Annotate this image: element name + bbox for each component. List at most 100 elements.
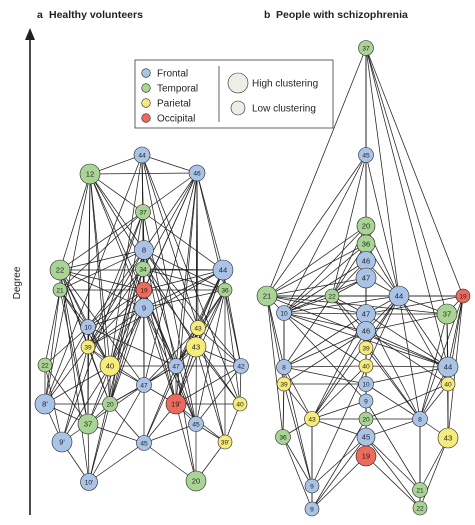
healthy-edge (224, 289, 241, 405)
healthy-edge (143, 423, 197, 444)
healthy-edge (196, 172, 224, 271)
schizophrenia-edge (283, 313, 367, 368)
healthy-node-label: 40 (106, 362, 114, 371)
healthy-node-label: 37 (84, 420, 92, 429)
healthy-node-frontal (134, 240, 154, 260)
schizophrenia-edge (365, 383, 421, 420)
schizophrenia-edge (282, 436, 313, 510)
healthy-edge (195, 172, 198, 425)
healthy-edge (44, 346, 89, 405)
healthy-node-label: 22 (41, 362, 49, 369)
schizophrenia-node-label: 20 (362, 222, 370, 231)
healthy-edge (141, 154, 199, 329)
schizophrenia-edge (365, 365, 449, 368)
healthy-edge (109, 307, 145, 367)
healthy-node-label: 42 (237, 363, 245, 370)
schizophrenia-node-temporal (412, 500, 428, 516)
schizophrenia-node-parietal (276, 376, 292, 392)
panel-a-title: a Healthy volunteers (37, 9, 143, 21)
healthy-edge (141, 154, 241, 405)
schizophrenia-edge (365, 455, 421, 509)
healthy-node-frontal (134, 298, 154, 318)
healthy-node-frontal (188, 164, 206, 182)
healthy-edge (175, 403, 197, 482)
healthy-node-temporal (185, 470, 207, 492)
healthy-edge (59, 269, 111, 367)
healthy-edge (44, 326, 89, 366)
schizophrenia-node-frontal (276, 305, 292, 321)
healthy-node-label: 43 (194, 325, 202, 332)
schizophrenia-edge (447, 295, 464, 368)
schizophrenia-edge (311, 295, 400, 420)
schizophrenia-node-label: 37 (362, 45, 370, 52)
schizophrenia-node-temporal (275, 429, 291, 445)
healthy-edge (142, 211, 224, 271)
healthy-edge (142, 172, 198, 213)
schizophrenia-node-occipital (355, 445, 377, 467)
healthy-node-temporal (77, 413, 99, 435)
schizophrenia-edge (365, 313, 448, 332)
schizophrenia-edge (283, 365, 367, 368)
healthy-node-label: 19' (171, 400, 181, 409)
healthy-edge (59, 173, 91, 271)
schizophrenia-node-label: 45 (362, 433, 370, 442)
healthy-node-frontal (233, 358, 249, 374)
schizophrenia-edge (365, 313, 449, 368)
healthy-edge (195, 346, 241, 405)
schizophrenia-node-label: 37 (443, 310, 451, 319)
schizophrenia-node-temporal (358, 40, 374, 56)
schizophrenia-node-label: 45 (362, 152, 370, 159)
healthy-edge (195, 346, 226, 443)
panel-b-title: b People with schizophrenia (264, 9, 408, 21)
schizophrenia-node-label: 21 (416, 487, 424, 494)
healthy-edge (143, 307, 177, 405)
schizophrenia-edge (283, 225, 367, 314)
healthy-node-temporal (217, 282, 233, 298)
schizophrenia-edge (311, 365, 367, 420)
healthy-node-label: 10 (84, 324, 92, 331)
healthy-edge (175, 365, 242, 405)
schizophrenia-node-label: 21 (263, 292, 271, 301)
healthy-edge (195, 289, 226, 348)
schizophrenia-node-label: 22 (328, 293, 336, 300)
healthy-edge (175, 269, 224, 367)
schizophrenia-node-temporal (256, 285, 278, 307)
healthy-node-label: 39 (84, 344, 92, 351)
healthy-edge (89, 173, 144, 213)
healthy-node-label: 20 (106, 401, 114, 408)
healthy-node-frontal (136, 377, 152, 393)
schizophrenia-edge (331, 243, 367, 297)
schizophrenia-edge (331, 154, 367, 297)
panel-a-title-text: Healthy volunteers (49, 9, 143, 21)
healthy-edge (87, 326, 177, 367)
schizophrenia-node-label: 44 (395, 292, 403, 301)
schizophrenia-edge (266, 295, 285, 368)
healthy-edge (143, 172, 198, 386)
schizophrenia-edge (365, 47, 400, 297)
schizophrenia-edge (365, 347, 421, 420)
healthy-edge (195, 289, 226, 425)
schizophrenia-node-frontal (304, 478, 320, 494)
healthy-node-label: 9 (142, 304, 146, 313)
schizophrenia-node-frontal (276, 359, 292, 375)
healthy-edge (109, 307, 145, 405)
schizophrenia-edge (365, 436, 421, 509)
healthy-node-temporal (52, 282, 68, 298)
healthy-node-temporal (37, 357, 53, 373)
low-clustering-label: Low clustering (252, 104, 316, 115)
healthy-node-temporal (135, 204, 151, 220)
legend-box (134, 59, 334, 129)
schizophrenia-node-label: 22 (416, 505, 424, 512)
schizophrenia-edge (365, 330, 449, 385)
legend-frontal-label: Frontal (157, 69, 188, 80)
schizophrenia-node-label: 47 (362, 274, 370, 283)
schizophrenia-node-label: 8 (418, 416, 422, 423)
healthy-node-occipital (135, 281, 153, 299)
healthy-edge (143, 327, 199, 386)
schizophrenia-node-label: 9 (310, 506, 314, 513)
schizophrenia-edge (331, 295, 421, 420)
healthy-edge (44, 326, 89, 405)
panel-a-letter: a (37, 9, 43, 21)
legend-frontal-swatch (141, 68, 151, 78)
